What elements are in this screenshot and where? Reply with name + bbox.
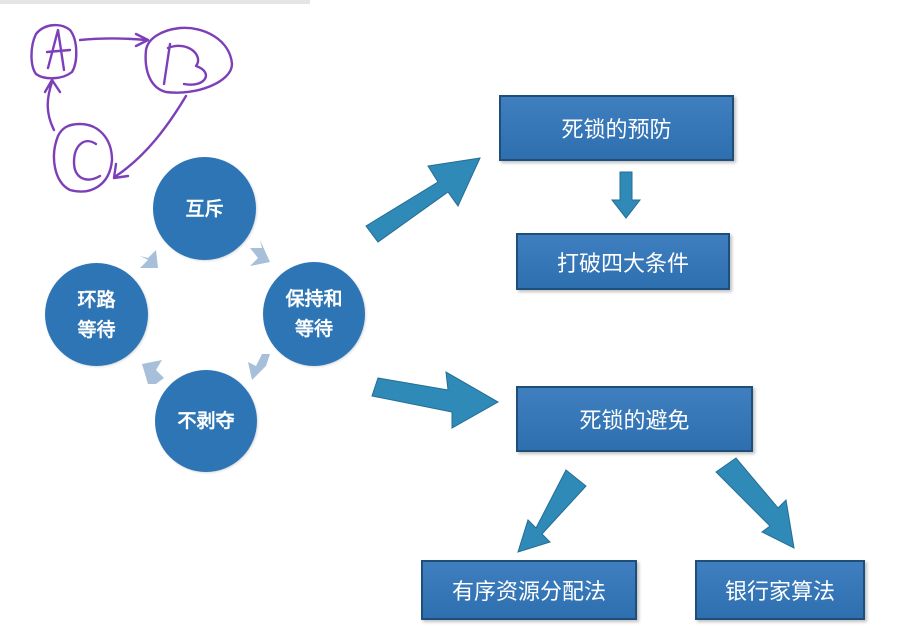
condition-circular-wait: 环路 等待 (45, 263, 148, 366)
prevention-box: 死锁的预防 (499, 95, 734, 161)
ordered-resource-allocation-box: 有序资源分配法 (421, 560, 637, 620)
cycle-arrow-bottom-to-left (142, 360, 164, 384)
sketch-node-a-letter (45, 28, 72, 72)
main-arrows (365, 157, 795, 553)
top-strip (0, 0, 310, 4)
cycle-arrow-top-to-right (250, 240, 270, 266)
arrow-to-right-method (715, 457, 795, 549)
sketch-arrow-b-to-c (112, 94, 188, 180)
sketch-node-b-outline (144, 26, 234, 94)
bankers-algorithm-box: 银行家算法 (695, 560, 865, 620)
cycle-arrow-left-to-top (140, 250, 158, 268)
sketch-node-b-letter (162, 42, 208, 86)
condition-mutual-exclusion: 互斥 (153, 157, 256, 260)
sketch-arrow-a-to-b (78, 32, 150, 48)
sketch-arrow-c-to-a (43, 78, 62, 132)
arrow-to-avoidance (371, 371, 500, 429)
condition-hold-and-wait: 保持和 等待 (263, 262, 365, 366)
arrow-prevention-down (610, 171, 642, 219)
handwritten-sketch (30, 23, 234, 193)
sketch-node-c-letter (72, 140, 102, 181)
condition-no-preemption: 不剥夺 (155, 370, 257, 472)
break-four-conditions-box: 打破四大条件 (516, 233, 730, 290)
cycle-arrow-right-to-bottom (248, 354, 270, 380)
cycle-arrows (140, 240, 270, 384)
arrow-to-left-method (517, 469, 587, 553)
arrow-to-prevention (365, 157, 481, 243)
sketch-node-a-outline (30, 23, 78, 80)
sketch-node-c-outline (52, 122, 114, 193)
avoidance-box: 死锁的避免 (516, 386, 753, 452)
